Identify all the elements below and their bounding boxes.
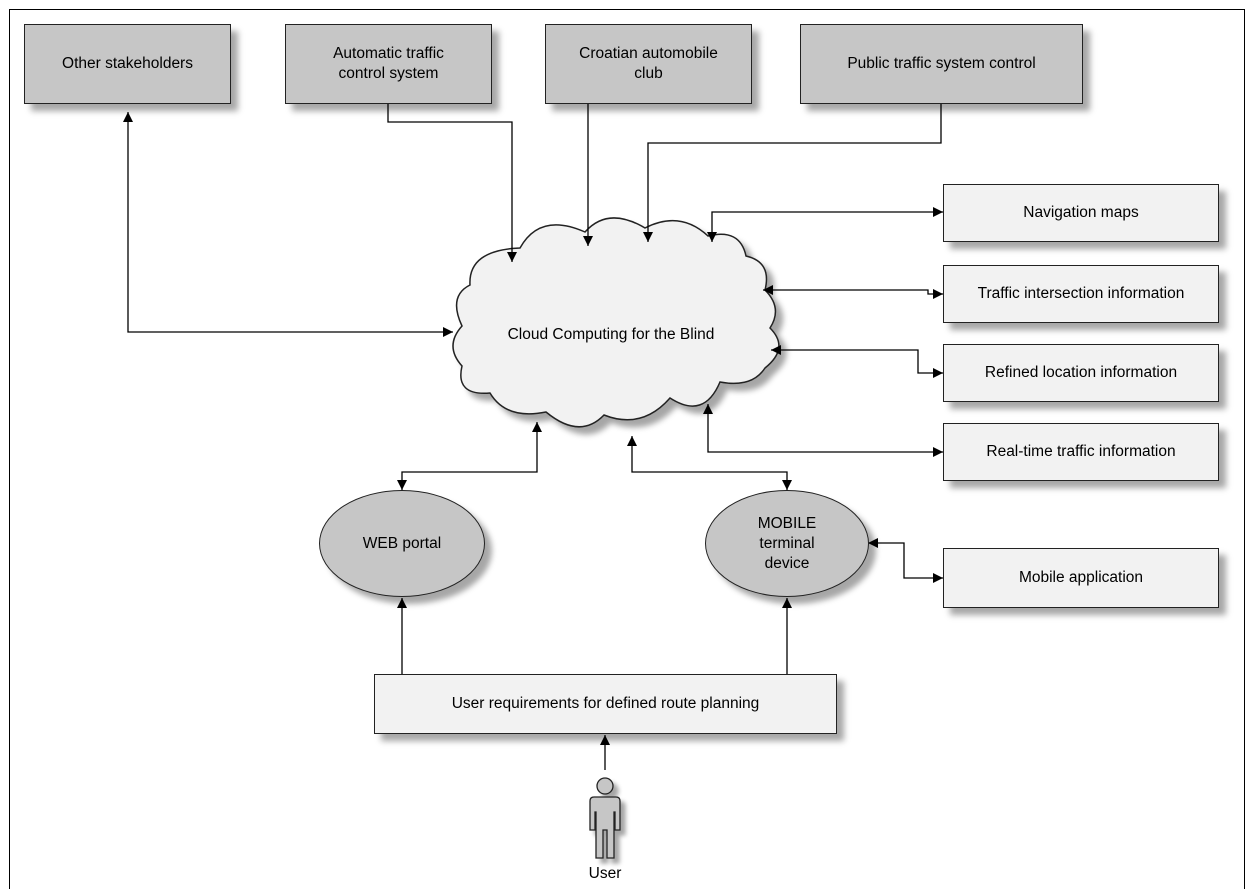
web-portal-oval: WEB portal — [319, 490, 485, 597]
user-label: User — [588, 865, 622, 882]
connector-cloud-intersection — [763, 285, 943, 299]
requirements-label: User requirements for defined route plan… — [451, 695, 760, 712]
croatian-club-label: Croatian automobile club — [579, 45, 718, 82]
diagram-frame — [9, 9, 1245, 889]
real-time-traffic-box: Real-time traffic information — [943, 423, 1219, 481]
connector-cloud-web — [397, 422, 542, 490]
automatic-traffic-box: Automatic traffic control system — [285, 24, 492, 104]
refined-location-box: Refined location information — [943, 344, 1219, 402]
cloud-shape — [452, 217, 780, 428]
connector-automatic-cloud — [387, 103, 517, 262]
traffic-intersection-label: Traffic intersection information — [977, 285, 1185, 302]
requirements-box: User requirements for defined route plan… — [374, 674, 837, 734]
connector-other-cloud — [123, 112, 453, 337]
connector-cloud-realtime — [703, 404, 943, 457]
other-stakeholders-box: Other stakeholders — [24, 24, 231, 104]
refined-location-label: Refined location information — [984, 364, 1178, 381]
user-icon — [589, 777, 621, 859]
traffic-intersection-box: Traffic intersection information — [943, 265, 1219, 323]
mobile-terminal-label: MOBILE terminal device — [757, 514, 817, 572]
mobile-terminal-oval: MOBILE terminal device — [705, 490, 869, 597]
connector-cloud-refined — [771, 345, 943, 378]
mobile-application-box: Mobile application — [943, 548, 1219, 608]
public-traffic-label: Public traffic system control — [847, 55, 1036, 72]
mobile-application-label: Mobile application — [1018, 569, 1144, 586]
public-traffic-box: Public traffic system control — [800, 24, 1083, 104]
automatic-traffic-label: Automatic traffic control system — [333, 45, 444, 82]
connector-mobile-app — [868, 538, 943, 583]
navigation-maps-box: Navigation maps — [943, 184, 1219, 242]
connector-cloud-navigation — [707, 207, 943, 242]
connector-public-cloud — [643, 103, 942, 242]
other-stakeholders-label: Other stakeholders — [62, 55, 193, 72]
connector-cloud-mobile — [627, 436, 792, 490]
web-portal-label: WEB portal — [362, 534, 442, 552]
navigation-maps-label: Navigation maps — [1023, 204, 1139, 221]
croatian-club-box: Croatian automobile club — [545, 24, 752, 104]
cloud-label: Cloud Computing for the Blind — [507, 326, 715, 343]
real-time-traffic-label: Real-time traffic information — [986, 443, 1176, 460]
